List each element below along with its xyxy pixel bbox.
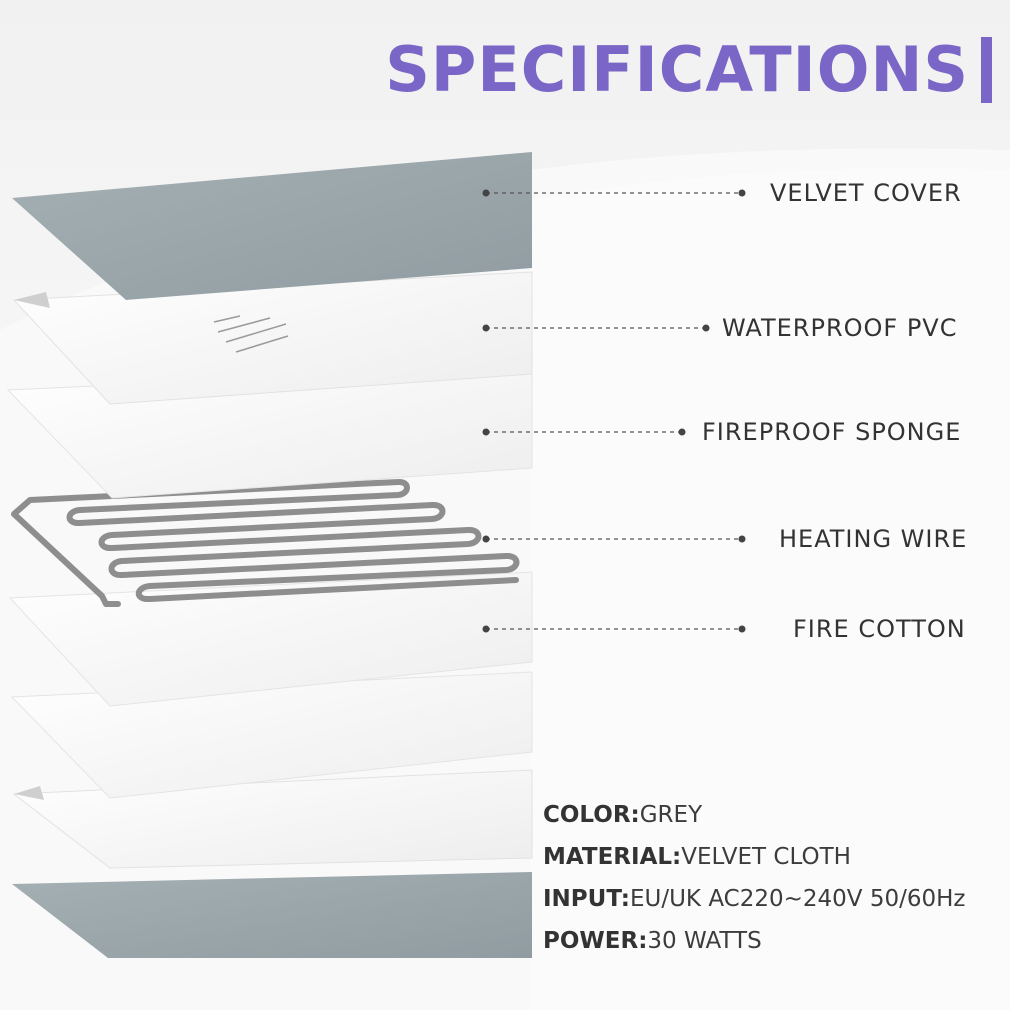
- label-waterproof-pvc: WATERPROOF PVC: [722, 314, 958, 342]
- bottom-velvet-layer: [12, 872, 532, 958]
- spec-value: 30 WATTS: [647, 928, 762, 954]
- heating-wire: [11, 479, 520, 607]
- spec-row-power: POWER:30 WATTS: [543, 920, 965, 962]
- title-accent-bar: [981, 37, 992, 103]
- page-title: SPECIFICATIONS: [385, 33, 969, 106]
- spec-value: EU/UK AC220~240V 50/60Hz: [629, 886, 966, 912]
- label-velvet-cover: VELVET COVER: [770, 179, 962, 207]
- label-fire-cotton: FIRE COTTON: [793, 615, 966, 643]
- pvc-top-corner-seal: [14, 292, 50, 308]
- spec-value: GREY: [639, 802, 703, 828]
- label-fireproof-sponge: FIREPROOF SPONGE: [702, 418, 962, 446]
- title-block: SPECIFICATIONS: [385, 28, 992, 112]
- spec-key: POWER:: [543, 928, 648, 954]
- spec-list: COLOR:GREY MATERIAL:VELVET CLOTH INPUT:E…: [543, 794, 965, 962]
- spec-row-color: COLOR:GREY: [543, 794, 965, 836]
- spec-key: COLOR:: [543, 802, 640, 828]
- bottom-pvc-layer: [12, 769, 533, 869]
- pvc-corner-seal: [14, 786, 44, 800]
- fire-cotton-layer: [8, 571, 533, 707]
- spec-row-input: INPUT:EU/UK AC220~240V 50/60Hz: [543, 878, 965, 920]
- label-heating-wire: HEATING WIRE: [779, 525, 968, 553]
- spec-value: VELVET CLOTH: [681, 844, 851, 870]
- spec-row-material: MATERIAL:VELVET CLOTH: [543, 836, 965, 878]
- spec-key: INPUT:: [543, 886, 630, 912]
- spec-key: MATERIAL:: [543, 844, 682, 870]
- velvet-cover-layer: [12, 152, 532, 300]
- pvc-print-text: [213, 315, 289, 353]
- leader-lines: [482, 189, 746, 633]
